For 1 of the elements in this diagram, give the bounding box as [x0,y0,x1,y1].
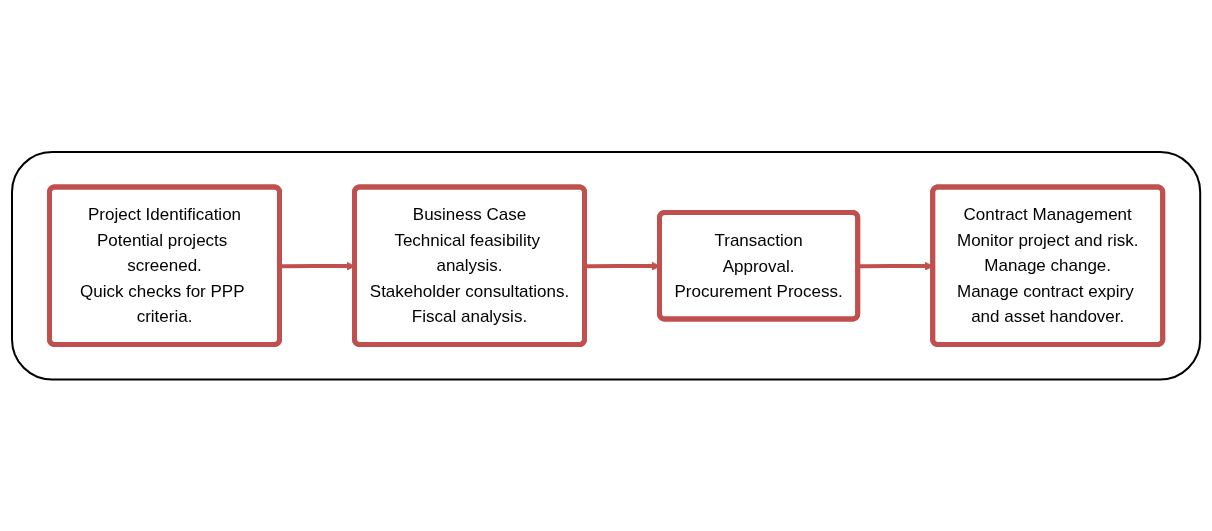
cluster [10,150,1202,381]
